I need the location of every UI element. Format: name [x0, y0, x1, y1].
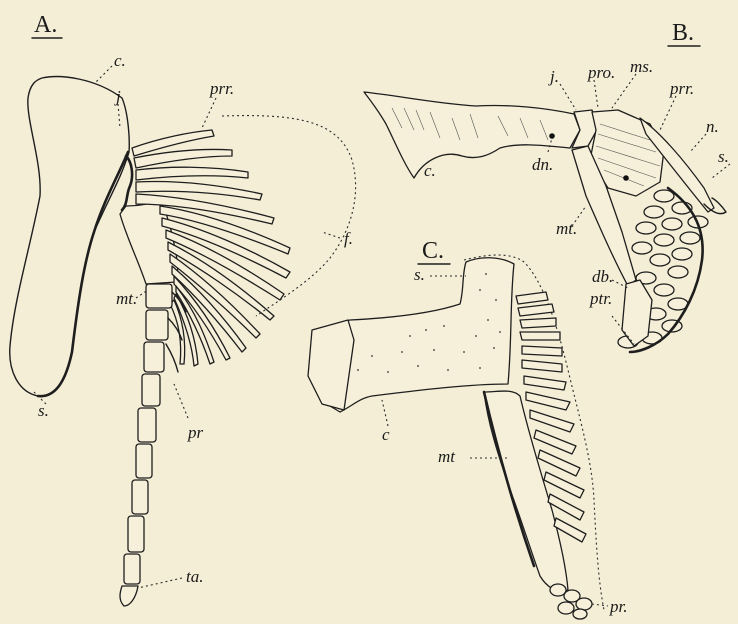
- panel-b-leader-n: [690, 134, 706, 152]
- panel-b-label-dn: dn.: [532, 155, 553, 174]
- panel-a-scapulocoracoid: [10, 77, 129, 397]
- panel-b-label-mt: mt.: [556, 219, 577, 238]
- panel-b-label-ms: ms.: [630, 57, 653, 76]
- panel-b-label-c: c.: [424, 161, 436, 180]
- panel-a-label-s: s.: [38, 401, 49, 420]
- panel-a-leader-pr: [174, 384, 188, 418]
- panel-c-drawing: C. s. c mt pr.: [308, 238, 627, 619]
- panel-a-leader-ta: [138, 578, 182, 588]
- panel-a-label-f: f.: [344, 229, 353, 248]
- panel-a-fin-radials: [160, 206, 290, 366]
- panel-b-drawing: B. j. pro. ms. prr. n. s. c. dn. mt. db.…: [364, 20, 730, 352]
- panel-b-label-db: db.: [592, 267, 613, 286]
- panel-b-dorsal-block: [622, 280, 652, 346]
- panel-c-leader-pr: [592, 604, 608, 606]
- panel-c-label-c: c: [382, 425, 390, 444]
- panel-b-label-s: s.: [718, 147, 729, 166]
- panel-a-label-c: c.: [114, 51, 126, 70]
- panel-b-leader-pro: [594, 80, 598, 108]
- panel-b-label-pro: pro.: [587, 63, 615, 82]
- panel-b-label-n: n.: [706, 117, 719, 136]
- panel-a-axis-segments: [120, 284, 172, 606]
- panel-b-leader-prr: [660, 96, 676, 130]
- panel-c-label-s: s.: [414, 265, 425, 284]
- panel-c-label-pr: pr.: [609, 597, 627, 616]
- panel-a-postaxial-ray: [166, 344, 178, 372]
- panel-b-label-j: j.: [548, 67, 559, 86]
- panel-a-label-prr: prr.: [209, 79, 234, 98]
- panel-b-nerve-foramen: [623, 175, 629, 181]
- panel-a-leader-j: [118, 104, 120, 128]
- panel-b-label-ptr: ptr.: [589, 289, 612, 308]
- panel-c-title: C.: [422, 238, 444, 264]
- panel-a-label-pr: pr: [187, 423, 204, 442]
- panel-b-leader-j: [560, 84, 576, 110]
- panel-a-leader-prr: [202, 98, 216, 128]
- panel-a-leader-f: [322, 232, 340, 238]
- panel-a-label-j: j: [114, 87, 121, 106]
- panel-a-drawing: A. c. j prr. f. mt. s. pr ta.: [10, 12, 356, 606]
- panel-c-label-mt: mt: [438, 447, 456, 466]
- panel-c-distal-rays: [550, 584, 592, 619]
- panel-a-label-mt: mt.: [116, 289, 137, 308]
- panel-b-nerve-foramen: [549, 133, 555, 139]
- panel-c-leader-c: [382, 400, 388, 426]
- panel-a-label-ta: ta.: [186, 567, 203, 586]
- panel-b-title: B.: [672, 20, 694, 46]
- panel-a-leader-c: [96, 66, 112, 82]
- panel-b-label-prr: prr.: [669, 79, 694, 98]
- panel-b-leader-s: [712, 164, 730, 178]
- panel-a-title: A.: [34, 12, 57, 38]
- panel-b-leader-ms: [612, 74, 636, 108]
